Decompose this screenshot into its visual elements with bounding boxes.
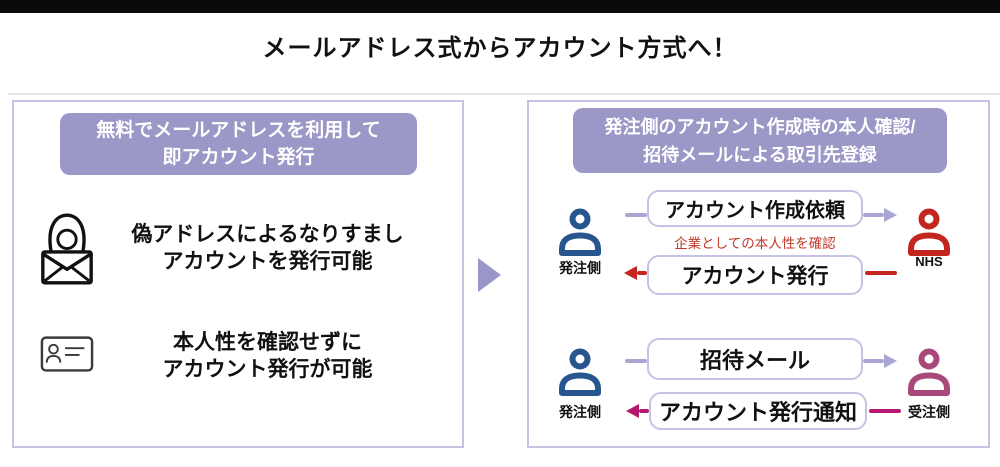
flow1-request-box: アカウント作成依頼 bbox=[647, 190, 863, 227]
flow2-response-box: アカウント発行通知 bbox=[649, 392, 867, 430]
right-arrow-icon bbox=[478, 258, 501, 292]
flow1-request-line-right bbox=[863, 213, 884, 217]
left-item-2-text: 本人性を確認せずに アカウント発行が可能 bbox=[105, 329, 430, 383]
hacker-envelope-icon bbox=[38, 211, 96, 287]
left-item-1-line1: 偽アドレスによるなりすまし bbox=[131, 223, 404, 246]
right-header-line1: 発注側のアカウント作成時の本人確認/ bbox=[604, 116, 916, 137]
left-panel-header: 無料でメールアドレスを利用して 即アカウント発行 bbox=[60, 113, 417, 175]
flow2-request-line-left bbox=[625, 359, 647, 363]
title-divider bbox=[8, 93, 1000, 95]
actor-label-orderer-2: 発注側 bbox=[559, 404, 601, 420]
flow1-request-arrowhead bbox=[884, 208, 897, 222]
right-header-line2: 招待メールによる取引先登録 bbox=[643, 144, 877, 165]
actor-label-contractor: 受注側 bbox=[908, 404, 950, 420]
person-icon-orderer-2 bbox=[557, 348, 603, 401]
left-panel: 無料でメールアドレスを利用して 即アカウント発行 偽アドレスによるなりすまし ア… bbox=[12, 100, 464, 448]
left-item-2-line1: 本人性を確認せずに bbox=[173, 331, 362, 354]
flow1-response-arrowhead bbox=[624, 266, 637, 280]
id-card-icon bbox=[40, 335, 94, 373]
left-header-line2: 即アカウント発行 bbox=[162, 147, 315, 168]
flow1-request-line-left bbox=[625, 213, 647, 217]
person-icon-contractor bbox=[906, 348, 952, 401]
left-item-2-line2: アカウント発行が可能 bbox=[162, 358, 373, 381]
flow1-identity-note: 企業としての本人性を確認 bbox=[674, 236, 836, 251]
flow2-response-line-left bbox=[639, 409, 649, 413]
flow1-response-line-left bbox=[637, 271, 647, 275]
person-icon-orderer-1 bbox=[557, 208, 603, 261]
left-item-1-text: 偽アドレスによるなりすまし アカウントを発行可能 bbox=[105, 221, 430, 275]
left-item-1-line2: アカウントを発行可能 bbox=[162, 250, 373, 273]
flow1-response-line-right bbox=[865, 271, 897, 275]
person-icon-nhs bbox=[906, 208, 952, 261]
actor-label-orderer-1: 発注側 bbox=[559, 260, 601, 276]
flow2-response-line-right bbox=[869, 409, 901, 413]
actor-label-nhs: NHS bbox=[915, 254, 943, 269]
right-panel: 発注側のアカウント作成時の本人確認/ 招待メールによる取引先登録 発注側 アカウ… bbox=[527, 100, 990, 448]
flow2-request-line-right bbox=[863, 359, 884, 363]
page-title: メールアドレス式からアカウント方式へ！ bbox=[262, 35, 738, 62]
top-black-bar bbox=[0, 0, 1000, 13]
flow2-request-box: 招待メール bbox=[647, 338, 863, 380]
flow2-response-arrowhead bbox=[626, 404, 639, 418]
right-panel-header: 発注側のアカウント作成時の本人確認/ 招待メールによる取引先登録 bbox=[573, 108, 947, 173]
flow1-response-box: アカウント発行 bbox=[647, 255, 863, 295]
flow2-request-arrowhead bbox=[884, 354, 897, 368]
left-header-line1: 無料でメールアドレスを利用して bbox=[96, 120, 381, 141]
